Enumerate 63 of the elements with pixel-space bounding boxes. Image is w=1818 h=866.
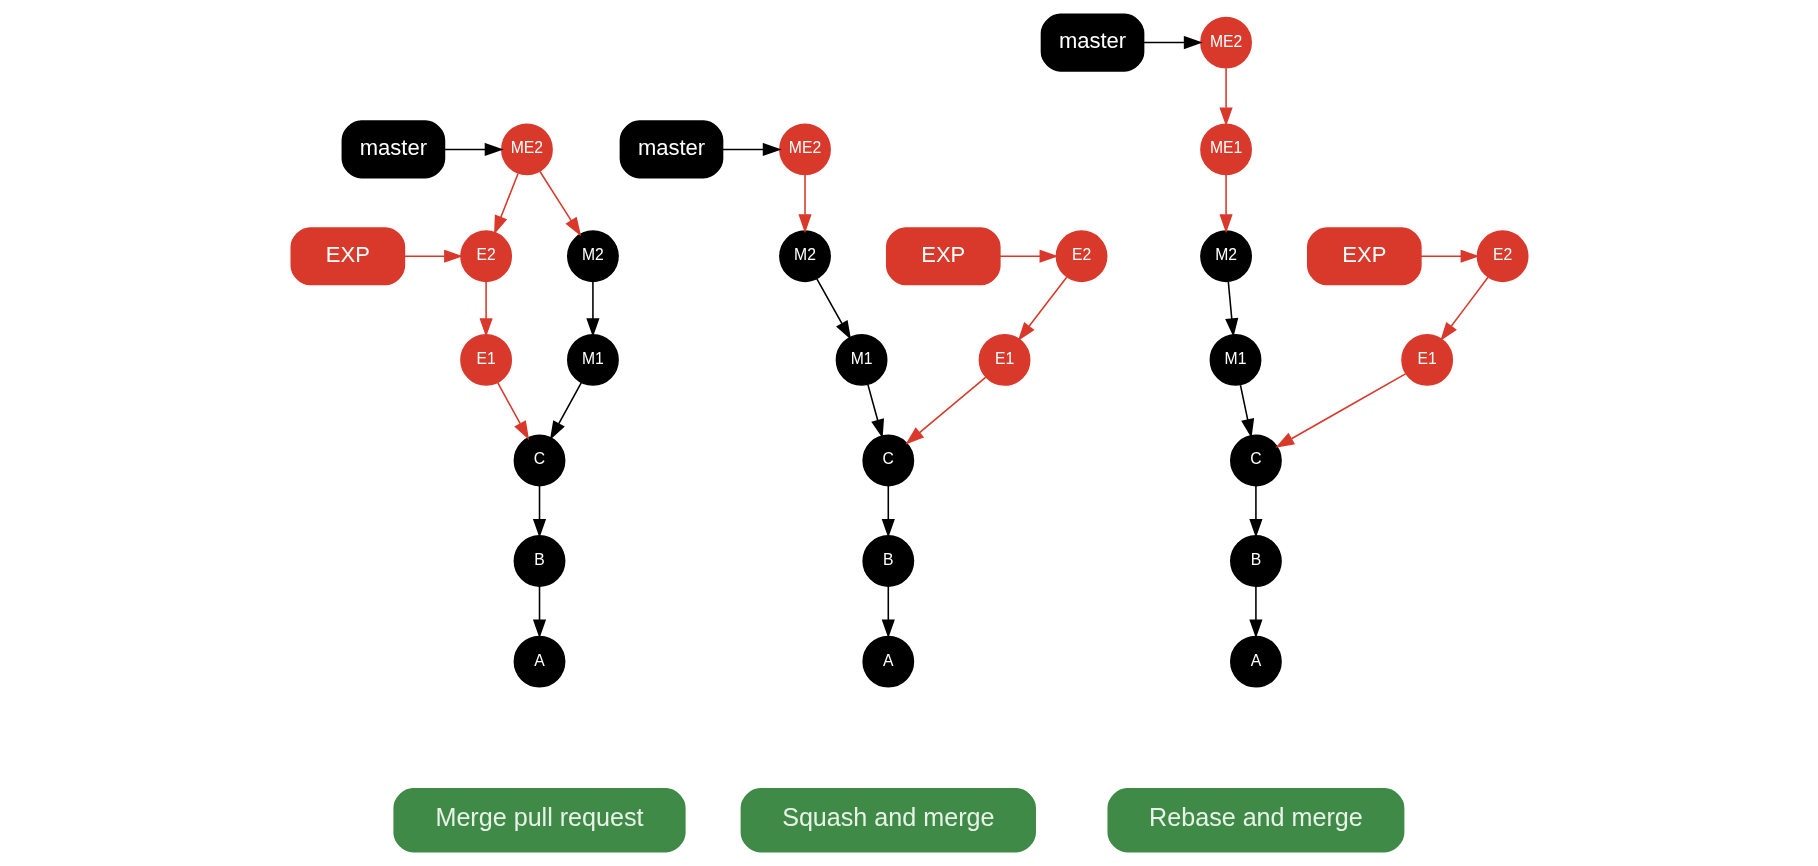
node-circle: E2 xyxy=(1055,230,1107,283)
node-circle: M2 xyxy=(778,230,831,283)
node-circle: C xyxy=(861,434,914,487)
arrow xyxy=(1419,249,1479,263)
arrow xyxy=(1248,484,1263,538)
arrow xyxy=(1224,280,1238,338)
node-circle: E1 xyxy=(1400,334,1453,386)
node-circle: A xyxy=(513,635,565,688)
arrow xyxy=(1218,67,1233,127)
node-circle: E2 xyxy=(459,230,512,283)
arrow xyxy=(585,280,600,338)
node-circle: A xyxy=(861,635,914,688)
node-box: Squash and merge xyxy=(740,788,1036,853)
arrow xyxy=(1274,373,1406,448)
node-circle: M1 xyxy=(566,334,619,386)
node-box: master xyxy=(1040,13,1144,72)
arrow xyxy=(443,142,504,157)
arrow xyxy=(1248,585,1263,639)
arrow xyxy=(496,381,529,440)
arrow xyxy=(815,277,851,340)
arrow xyxy=(549,381,582,440)
node-box: EXP xyxy=(1306,227,1422,286)
node-circle: ME2 xyxy=(1199,16,1252,69)
node-circle: E2 xyxy=(1476,230,1528,283)
node-circle: E1 xyxy=(459,334,512,386)
node-circle: M2 xyxy=(566,230,619,283)
node-box: master xyxy=(341,120,445,179)
node-circle: B xyxy=(861,535,914,587)
arrow xyxy=(1239,384,1254,438)
arrow xyxy=(797,174,812,234)
node-circle: M1 xyxy=(835,334,887,386)
node-circle: ME2 xyxy=(500,123,553,176)
node-box: master xyxy=(619,120,723,179)
node-circle: C xyxy=(513,434,565,487)
node-circle: E1 xyxy=(978,334,1030,386)
arrow xyxy=(479,280,493,338)
arrow xyxy=(998,249,1058,263)
arrow xyxy=(403,249,463,263)
arrow xyxy=(1218,174,1233,234)
arrow xyxy=(1017,276,1067,341)
node-circle: B xyxy=(1229,535,1282,587)
arrow xyxy=(538,170,581,237)
node-circle: M1 xyxy=(1209,334,1261,386)
arrow xyxy=(1439,276,1489,341)
node-circle: ME2 xyxy=(778,123,831,176)
arrow xyxy=(721,142,782,157)
node-box: Rebase and merge xyxy=(1106,788,1404,853)
node-box: Merge pull request xyxy=(392,788,686,853)
node-box: EXP xyxy=(290,227,405,286)
arrow xyxy=(532,484,546,538)
arrow xyxy=(881,484,895,538)
node-circle: A xyxy=(1229,635,1282,688)
arrow xyxy=(866,383,884,439)
arrow xyxy=(493,172,519,235)
arrow xyxy=(905,376,987,445)
arrow xyxy=(532,585,546,639)
arrow xyxy=(1142,36,1203,50)
node-circle: M2 xyxy=(1199,230,1252,283)
arrow xyxy=(881,585,895,639)
node-circle: B xyxy=(513,535,565,587)
node-circle: ME1 xyxy=(1199,123,1252,176)
node-circle: C xyxy=(1229,434,1282,487)
node-box: EXP xyxy=(885,227,1001,286)
